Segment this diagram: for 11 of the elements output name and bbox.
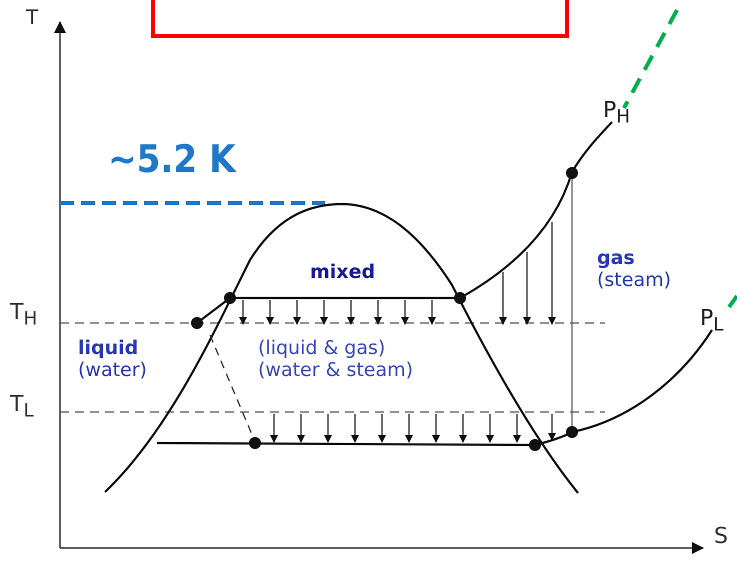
temperature-label: T$_{L}$ xyxy=(10,392,34,422)
region-label: mixed xyxy=(310,262,376,284)
region-label: (liquid & gas) (water & steam) xyxy=(258,338,414,382)
temperature-label: T$_{H}$ xyxy=(10,300,38,330)
pressure-label: P$_{H}$ xyxy=(603,98,630,128)
axis-label: T xyxy=(26,6,38,29)
temperature-annotation: ~5.2 K xyxy=(108,138,236,182)
axis-label: S xyxy=(714,524,728,550)
pressure-label: P$_{L}$ xyxy=(700,306,724,336)
region-label: gas (steam) xyxy=(597,248,672,292)
region-label: liquid (water) xyxy=(78,338,148,382)
